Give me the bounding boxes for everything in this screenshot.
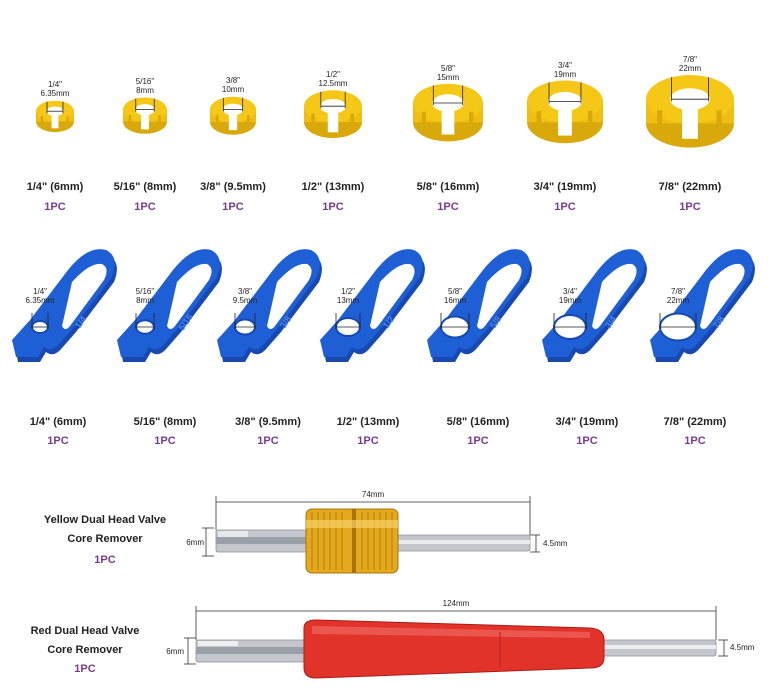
blue-tool-image <box>542 249 647 362</box>
blue-tool-image <box>117 249 222 362</box>
red-remover-name-line2: Core Remover <box>47 644 123 656</box>
yellow-clip-dim-inch: 5/8" <box>441 63 455 73</box>
yellow-clip-image <box>210 96 256 135</box>
yellow-clip-dim-mm: 10mm <box>221 84 245 94</box>
blue-tool-qty: 1PC <box>154 435 176 447</box>
blue-tool-dim-inch: 3/4" <box>563 287 577 296</box>
yellow-remover-right-dim: 4.5mm <box>543 539 568 548</box>
yellow-clip-qty: 1PC <box>222 201 244 213</box>
yellow-clip-qty: 1PC <box>554 201 576 213</box>
blue-tool-image <box>427 249 532 362</box>
blue-tool-qty: 1PC <box>47 435 69 447</box>
blue-tool-qty: 1PC <box>357 435 379 447</box>
yellow-clip-dim-mm: 6.35mm <box>40 88 70 98</box>
blue-tool-qty: 1PC <box>576 435 598 447</box>
blue-tool-size-label: 3/4" (19mm) <box>555 416 619 428</box>
yellow-clip-dim-inch: 3/4" <box>558 60 572 70</box>
yellow-remover-qty: 1PC <box>94 554 116 566</box>
yellow-remover-name-line1: Yellow Dual Head Valve <box>43 514 167 526</box>
blue-tool-size-label: 1/4" (6mm) <box>29 416 87 428</box>
red-remover-left-dim: 6mm <box>166 647 184 656</box>
blue-tool-dim-mm: 22mm <box>666 296 690 305</box>
red-remover-right-dim: 4.5mm <box>730 643 755 652</box>
yellow-clip-qty: 1PC <box>44 201 66 213</box>
yellow-remover-name: Yellow Dual Head Valve Core Remover <box>15 511 195 549</box>
blue-tool-dim-inch: 3/8" <box>238 287 252 296</box>
yellow-clip-dim-inch: 1/2" <box>326 69 340 79</box>
blue-tool-dim-mm: 16mm <box>443 296 467 305</box>
yellow-clip-qty: 1PC <box>679 201 701 213</box>
red-remover-name: Red Dual Head Valve Core Remover <box>5 622 165 660</box>
blue-tool-dim-inch: 7/8" <box>671 287 685 296</box>
yellow-clip-size-label: 1/2" (13mm) <box>301 181 365 193</box>
blue-tool-size-label: 3/8" (9.5mm) <box>235 416 301 428</box>
blue-tool-dim-inch: 1/2" <box>341 287 355 296</box>
blue-tool-size-label: 5/8" (16mm) <box>446 416 510 428</box>
yellow-clip-qty: 1PC <box>322 201 344 213</box>
blue-tool-dim-inch: 5/8" <box>448 287 462 296</box>
blue-tool-size-label: 5/16" (8mm) <box>133 416 197 428</box>
yellow-clip-image <box>304 90 362 139</box>
yellow-clip-size-label: 5/16" (8mm) <box>113 181 177 193</box>
blue-tool-dim-mm: 19mm <box>558 296 582 305</box>
yellow-clip-qty: 1PC <box>134 201 156 213</box>
blue-tool-dim-inch: 1/4" <box>33 287 47 296</box>
blue-tool-image <box>217 249 322 362</box>
blue-tool-dim-mm: 8mm <box>136 296 154 305</box>
yellow-remover-length: 74mm <box>361 490 385 499</box>
blue-tool-image <box>12 249 117 362</box>
yellow-clip-image <box>36 100 74 133</box>
yellow-clip-dim-mm: 15mm <box>436 72 460 82</box>
yellow-remover-left-dim: 6mm <box>186 538 204 547</box>
blue-tool-qty: 1PC <box>257 435 279 447</box>
red-remover-name-line1: Red Dual Head Valve <box>30 625 140 637</box>
yellow-clip-image <box>413 83 483 142</box>
blue-tool-image <box>650 249 755 362</box>
blue-tool-dim-mm: 9.5mm <box>232 296 258 305</box>
yellow-clip-dim-mm: 22mm <box>678 63 702 73</box>
red-remover-qty: 1PC <box>74 663 96 675</box>
yellow-clip-qty: 1PC <box>437 201 459 213</box>
blue-tool-qty: 1PC <box>467 435 489 447</box>
blue-tool-dim-mm: 6.35mm <box>25 296 55 305</box>
yellow-clip-size-label: 3/4" (19mm) <box>533 181 597 193</box>
yellow-clip-dim-inch: 3/8" <box>226 75 240 85</box>
yellow-remover-name-line2: Core Remover <box>67 533 143 545</box>
yellow-clip-dim-mm: 12.5mm <box>318 78 348 88</box>
yellow-clip-image <box>646 74 734 148</box>
yellow-clip-size-label: 7/8" (22mm) <box>658 181 722 193</box>
yellow-clip-size-label: 3/8" (9.5mm) <box>200 181 266 193</box>
yellow-clip-image <box>527 80 603 144</box>
yellow-clip-dim-inch: 7/8" <box>683 54 697 64</box>
yellow-clip-image <box>123 97 167 134</box>
blue-tool-size-label: 1/2" (13mm) <box>336 416 400 428</box>
blue-tool-image <box>320 249 425 362</box>
yellow-clip-dim-mm: 19mm <box>553 69 577 79</box>
yellow-clip-size-label: 1/4" (6mm) <box>26 181 84 193</box>
yellow-clip-dim-inch: 1/4" <box>48 79 62 89</box>
blue-tool-dim-inch: 5/16" <box>135 287 155 296</box>
red-remover-length: 124mm <box>442 599 470 608</box>
blue-tool-dim-mm: 13mm <box>336 296 360 305</box>
blue-tool-qty: 1PC <box>684 435 706 447</box>
blue-tool-size-label: 7/8" (22mm) <box>663 416 727 428</box>
yellow-clip-dim-inch: 5/16" <box>135 76 155 86</box>
yellow-clip-dim-mm: 8mm <box>136 85 154 95</box>
yellow-clip-size-label: 5/8" (16mm) <box>416 181 480 193</box>
